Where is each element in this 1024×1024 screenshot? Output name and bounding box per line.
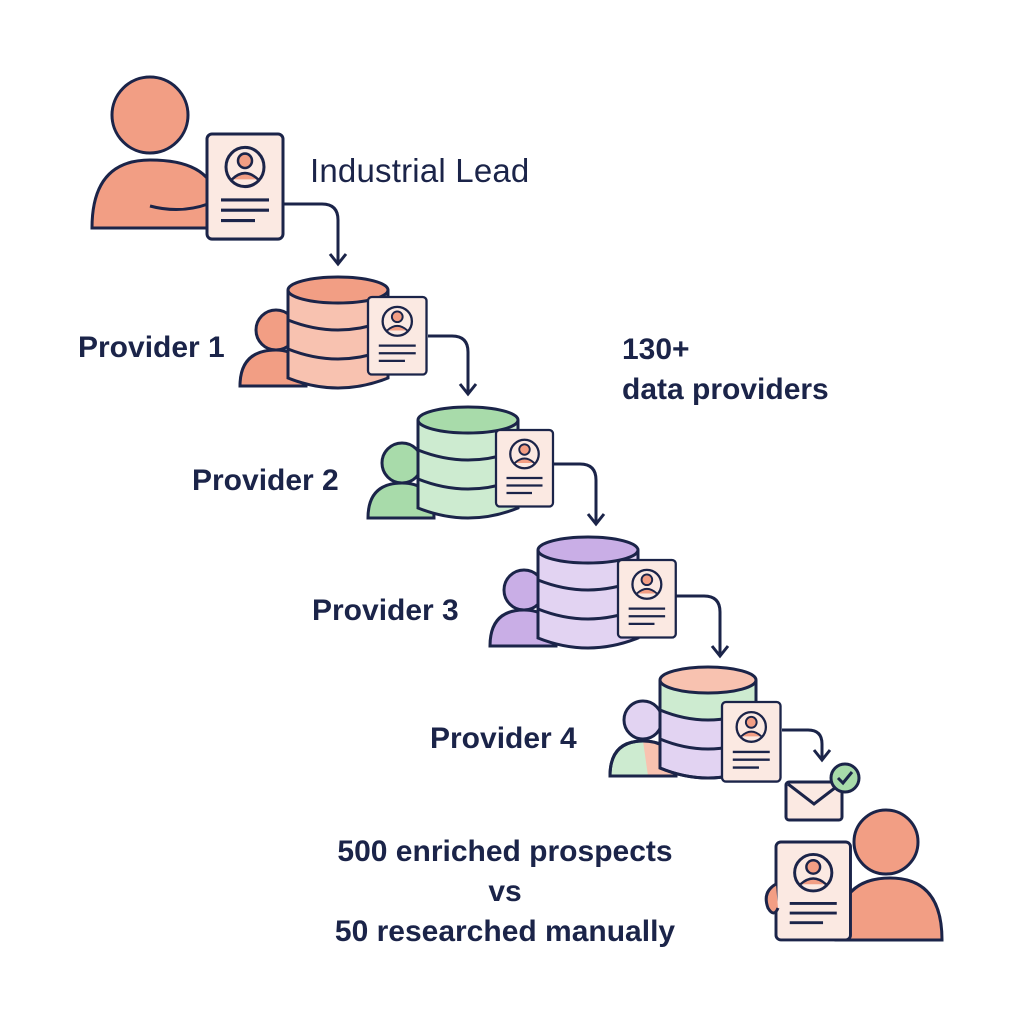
provider3-label: Provider 3: [312, 594, 459, 627]
provider-count-caption: data providers: [622, 373, 829, 406]
result-summary: 500 enriched prospects vs 50 researched …: [300, 832, 710, 952]
arrow-icon: [428, 334, 478, 397]
provider4-profile-card-icon: [720, 700, 782, 783]
provider3-profile-card-icon: [616, 558, 677, 639]
summary-line-enriched: 500 enriched prospects: [337, 835, 673, 868]
lead-title: Industrial Lead: [310, 152, 530, 189]
provider1-database-icon: [286, 275, 390, 390]
checkmark-icon: [829, 762, 861, 794]
result-person-icon: [834, 808, 944, 942]
arrow-icon: [284, 202, 348, 267]
arrow-icon: [782, 728, 832, 763]
provider1-label: Provider 1: [78, 331, 225, 364]
provider1-profile-card-icon: [366, 295, 428, 376]
provider4-label: Provider 4: [430, 722, 577, 755]
provider2-database-icon: [416, 405, 520, 520]
summary-line-manual: 50 researched manually: [334, 915, 676, 948]
envelope-icon: [784, 780, 844, 822]
lead-person-icon: [90, 75, 218, 230]
provider-count-number: 130+: [622, 333, 690, 366]
arrow-icon: [676, 594, 730, 659]
arrow-icon: [554, 462, 606, 527]
provider2-profile-card-icon: [494, 428, 555, 508]
summary-line-vs: vs: [488, 875, 522, 908]
provider-count: 130+ data providers: [622, 330, 829, 410]
lead-profile-card-icon: [205, 132, 285, 241]
lead-hand: [149, 202, 209, 211]
result-hand: [764, 882, 780, 915]
provider2-label: Provider 2: [192, 464, 339, 497]
result-profile-card-icon: [774, 840, 852, 942]
